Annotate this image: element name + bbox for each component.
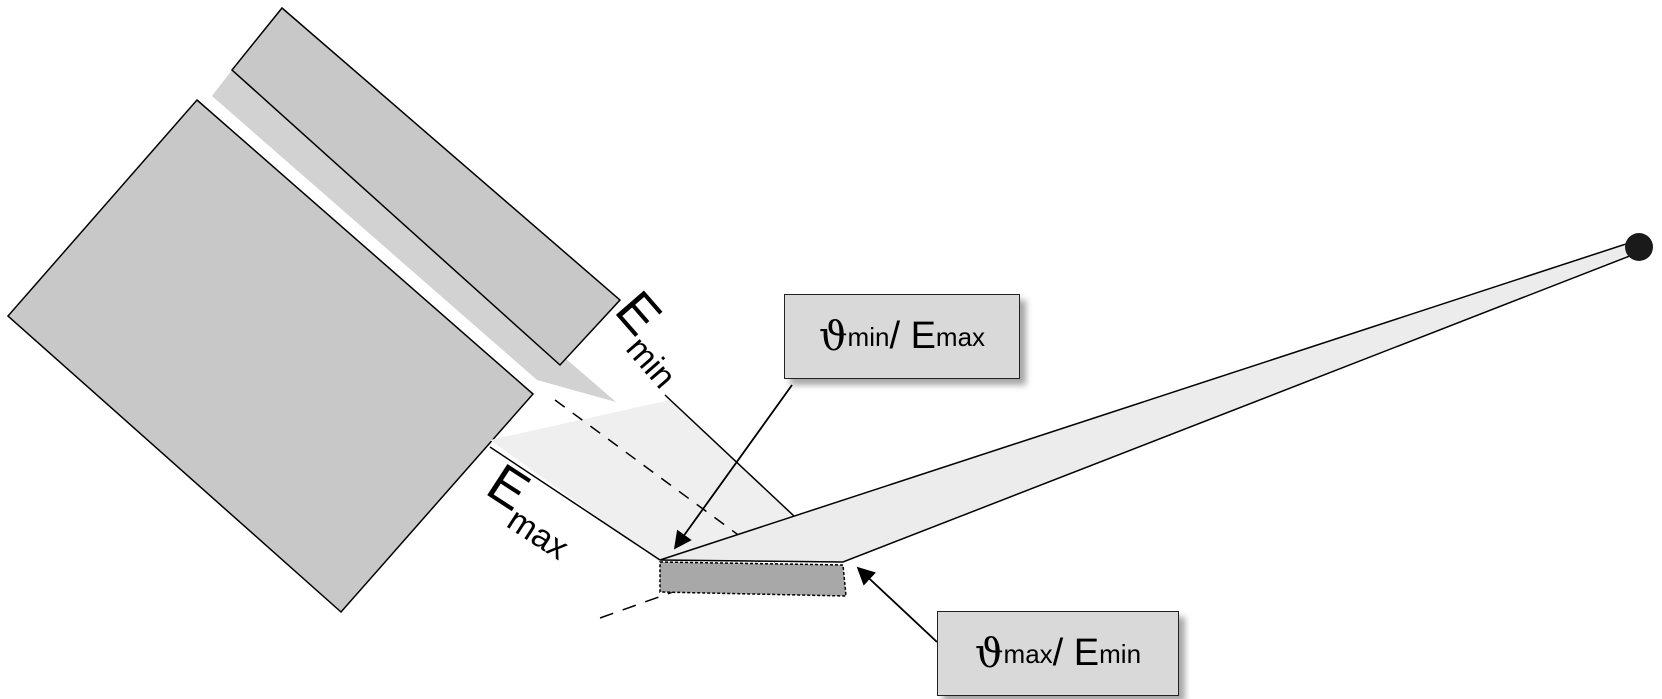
callout-sep: / E: [889, 315, 936, 357]
callout-sep: / E: [1052, 632, 1100, 674]
arrow-icon: [673, 384, 793, 550]
detector-block-lower: [6, 98, 535, 614]
arrow-icon: [856, 566, 938, 643]
fan-edge-emax: [489, 446, 661, 561]
incident-beam: [659, 241, 1642, 563]
theta-symbol: ϑ: [818, 313, 848, 360]
detector-block-upper: [230, 6, 622, 367]
diffracted-beam-fan: [490, 400, 843, 562]
crystal-sample: [659, 561, 847, 597]
theta-symbol: ϑ: [974, 630, 1004, 677]
x-ray-source-dot: [1625, 233, 1653, 261]
